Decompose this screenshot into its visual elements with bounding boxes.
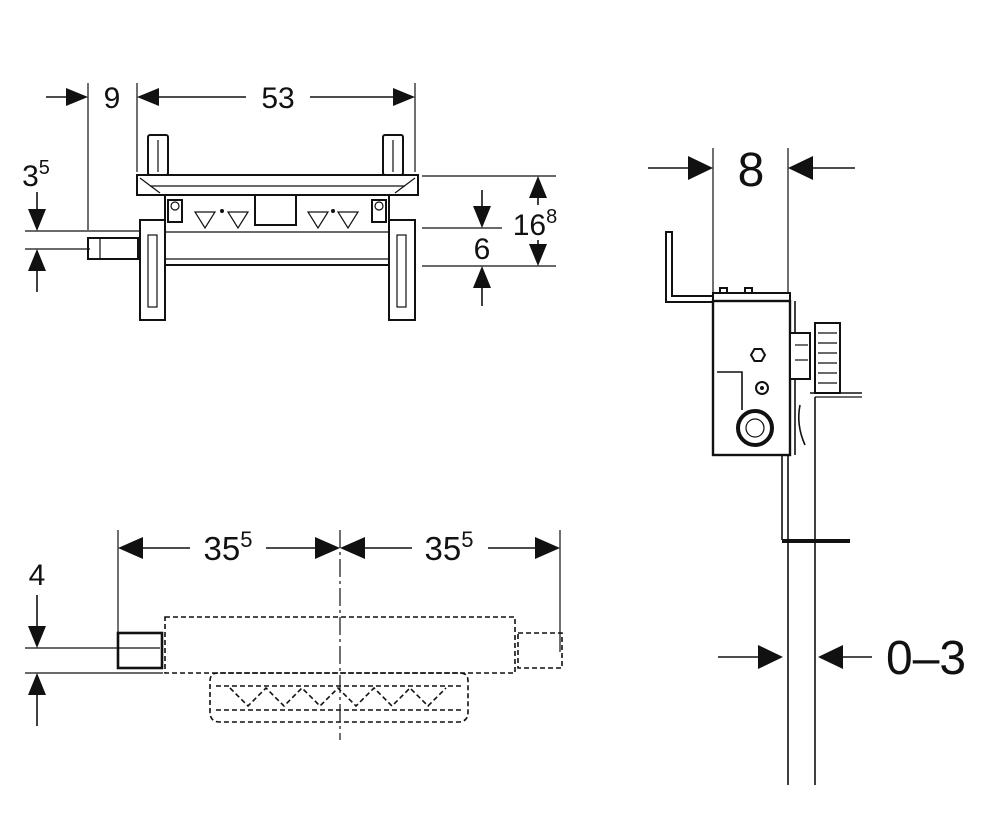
triangle-marker-4 [336, 211, 360, 230]
dimension-width: 9 53 [46, 82, 416, 230]
hex-nut-icon [749, 348, 767, 362]
pipe-connection-circle [736, 409, 774, 447]
triangle-marker-3 [306, 211, 330, 230]
module-body [164, 194, 390, 266]
dimension-4: 4 [25, 559, 163, 726]
triangle-marker-2 [226, 211, 250, 230]
side-view: 8 [648, 144, 966, 785]
top-plate [136, 174, 419, 196]
dim-16-8-label: 168 [513, 206, 558, 242]
dimension-0-3: 0–3 [718, 632, 966, 685]
wall-bracket [665, 231, 717, 303]
dimension-6: 6 [422, 190, 502, 306]
top-view: 355 355 4 [25, 527, 563, 740]
module-side-body [711, 299, 796, 457]
dimension-35-5: 355 355 [117, 527, 561, 740]
left-pipe [116, 631, 164, 670]
dim-53-label: 53 [261, 82, 294, 115]
dim-9-label: 9 [104, 82, 121, 115]
module-top-outline [164, 616, 516, 674]
triangle-marker-1 [193, 211, 217, 230]
bottom-panel [209, 672, 469, 723]
top-cap [712, 287, 791, 302]
dimension-16-8: 168 [422, 175, 558, 267]
display-panel [254, 194, 297, 226]
dim-35-5-right-label: 355 [425, 527, 474, 567]
mounting-legs [139, 219, 416, 321]
dim-0-3-label: 0–3 [886, 632, 966, 685]
dim-35-5-left-label: 355 [204, 527, 253, 567]
top-posts [147, 134, 404, 176]
dim-4-label: 4 [29, 559, 46, 592]
side-components [789, 322, 862, 446]
dimension-8: 8 [648, 144, 855, 292]
dim-8-label: 8 [738, 144, 765, 197]
right-pipe [517, 632, 563, 669]
stub-pipe [87, 237, 139, 260]
front-view: 9 53 [22, 82, 558, 321]
dimension-3-5: 35 [22, 157, 140, 292]
wall-lines [781, 397, 850, 785]
dim-6-label: 6 [474, 233, 491, 266]
dim-3-5-label: 35 [22, 157, 50, 193]
